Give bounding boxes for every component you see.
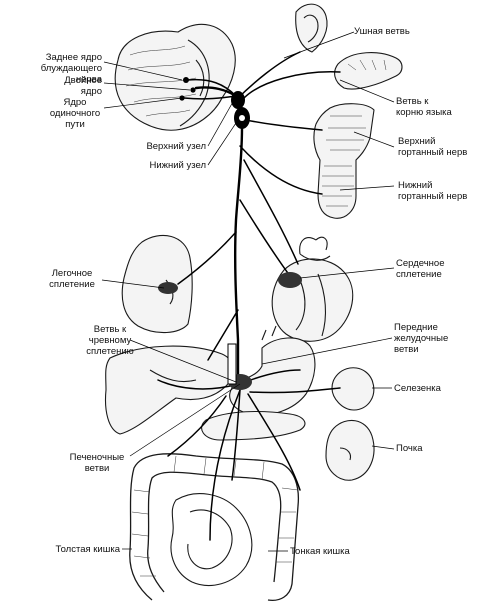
spleen — [331, 367, 375, 411]
pulmonary-plexus-label: Легочное сплетение — [49, 268, 95, 290]
pancreas — [201, 410, 306, 441]
hepatic-branches-label: Печеночные ветви — [69, 452, 125, 474]
kidney — [325, 419, 375, 481]
tongue-root-branch-label: Ветвь к корню языка — [396, 96, 452, 118]
colon-label: Толстая кишка — [55, 544, 120, 555]
solitary-nucleus-label: Ядро одиночного пути — [49, 97, 101, 130]
ear-branch-label: Ушная ветвь — [354, 26, 410, 37]
colon — [129, 453, 300, 602]
inferior-laryngeal-label: Нижний гортанный нерв — [398, 180, 468, 202]
small-intestine-label: Тонкая кишка — [290, 546, 350, 557]
larynx-trachea — [313, 103, 375, 219]
tongue — [334, 52, 403, 90]
vagus-nerve — [157, 51, 341, 541]
leader-lines — [101, 31, 395, 552]
cardiac-plexus-label: Сердечное сплетение — [396, 258, 445, 280]
superior-laryngeal-label: Верхний гортанный нерв — [398, 136, 468, 158]
ambiguous-nucleus-label: Двойное ядро — [64, 75, 102, 97]
kidney-label: Почка — [396, 443, 423, 454]
heart — [271, 236, 354, 342]
ear — [295, 3, 328, 53]
lung — [121, 234, 193, 334]
spleen-label: Селезенка — [394, 383, 441, 394]
brainstem — [114, 23, 236, 131]
inferior-ganglion-label: Нижний узел — [149, 160, 206, 171]
gastric-branches-label: Передние желудочные ветви — [394, 322, 449, 355]
posterior-nucleus-label: Заднее ядро блуждающего нерва — [40, 52, 102, 85]
small-intestine — [170, 493, 253, 586]
superior-ganglion-label: Верхний узел — [146, 141, 206, 152]
celiac-branch-label: Ветвь к чревному сплетению — [86, 324, 134, 357]
